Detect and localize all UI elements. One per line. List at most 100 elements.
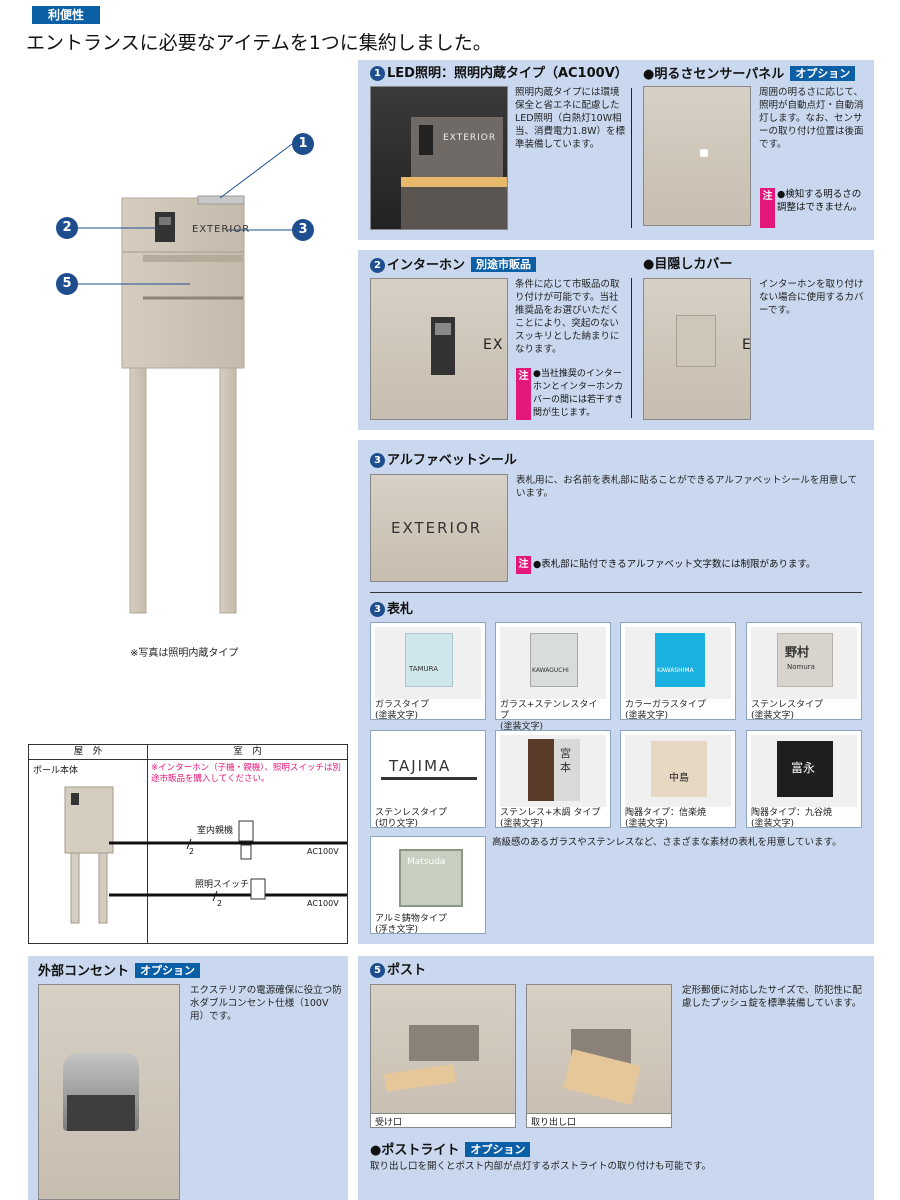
post-label-inlet: 受け口	[375, 1118, 403, 1128]
intercom-photo-text: EX	[483, 337, 504, 353]
nameplate-label: 陶器タイプ：九谷焼	[751, 808, 833, 818]
nameplate-label: アルミ鋳物タイプ	[375, 914, 447, 924]
nameplate-sublabel: (塗装文字)	[751, 819, 795, 829]
nameplate-sample: TAMURA	[409, 665, 439, 673]
note-mark: 注	[760, 188, 775, 228]
post-number: 5	[370, 963, 385, 978]
post-light-badge: オプション	[465, 1142, 531, 1157]
outlet-badge: オプション	[135, 963, 201, 978]
nameplate-label: ガラスタイプ	[375, 700, 429, 710]
intercom-note: 注 ●当社推奨のインターホンとインターホンカバーの間には若干すき間が生じます。	[516, 368, 628, 420]
led-photo: EXTERIOR	[370, 86, 508, 230]
nameplate-card-steel-cut: TAJIMA ステンレスタイプ (切り文字)	[370, 730, 486, 829]
nameplate-card-steel-wood: 宮本 ステンレス+木調 タイプ (塗装文字)	[495, 730, 611, 829]
switch-label: 照明スイッチ	[195, 880, 250, 890]
nameplate-sample: 中島	[669, 773, 689, 784]
nameplate-sample: KAWAGUCHI	[532, 667, 569, 674]
nameplate-sample: TAJIMA	[389, 757, 452, 775]
wire-count-2: 2	[217, 899, 223, 908]
section-tag: 利便性	[32, 6, 100, 24]
nameplate-label: ステンレス+木調 タイプ	[500, 808, 601, 818]
sensor-title: ●明るさセンサーパネルオプション	[643, 66, 856, 83]
post-body: 定形郵便に対応したサイズで、防犯性に配慮したプッシュ錠を標準装備しています。	[682, 985, 862, 1009]
nameplate-sample: Matsuda	[407, 857, 446, 867]
nameplate-sublabel: (塗装文字)	[751, 711, 795, 721]
cover-photo-text: E	[742, 337, 751, 353]
nameplate-sublabel: (塗装文字)	[375, 711, 419, 721]
col-outdoor: 屋 外	[73, 746, 103, 757]
post-label-outlet: 取り出し口	[531, 1118, 577, 1128]
sensor-title-text: ●明るさセンサーパネル	[643, 67, 785, 82]
intercom-photo: EX	[370, 278, 508, 420]
nameplate-label: ステンレスタイプ	[751, 700, 824, 710]
nameplate-sample: 富永	[791, 761, 816, 775]
led-body: 照明内蔵タイプには環境保全と省エネに配慮したLED照明（白熱灯10W相当、消費電…	[515, 87, 626, 150]
nameplate-sample: 野村	[785, 645, 810, 659]
led-number: 1	[370, 66, 385, 81]
nameplate-sublabel: (切り文字)	[375, 819, 419, 829]
nameplate-sample: 宮本	[560, 747, 571, 774]
note-mark: 注	[516, 368, 531, 420]
outlet-title-text: 外部コンセント	[38, 964, 130, 979]
nameplate-card-glass-steel: KAWAGUCHI ガラス+ステンレスタイプ (塗装文字)	[495, 622, 611, 732]
post-light-body: 取り出し口を開くとポスト内部が点灯するポストライトの取り付けも可能です。	[370, 1161, 712, 1172]
nameplate-title-text: 表札	[387, 602, 414, 617]
nameplate-card-glass: TAMURA ガラスタイプ (塗装文字)	[370, 622, 486, 721]
alpha-photo: EXTERIOR	[370, 474, 508, 582]
cover-body: インターホンを取り付けない場合に使用するカバーです。	[759, 279, 864, 316]
nameplate-card-steel-paint: 野村 Nomura ステンレスタイプ (塗装文字)	[746, 622, 862, 721]
cover-title: ●目隠しカバー	[643, 257, 733, 272]
nameplate-sample-sub: Nomura	[787, 663, 815, 671]
alpha-body: 表札用に、お名前を表札部に貼ることができるアルファベットシールを用意しています。	[516, 475, 858, 499]
post-light-title-text: ●ポストライト	[370, 1143, 460, 1158]
post-photo-outlet: 取り出し口	[526, 984, 672, 1128]
nameplate-sublabel: (浮き文字)	[375, 925, 419, 935]
nameplate-label: カラーガラスタイプ	[625, 700, 706, 710]
sensor-photo	[643, 86, 751, 226]
wiring-diagram: 屋 外 室 内 ポール本体 ※インターホン（子機・親機）、照明スイッチは別途市販…	[28, 744, 348, 944]
nameplate-label: 陶器タイプ：信楽焼	[625, 808, 707, 818]
photo-sign-text: EXTERIOR	[192, 224, 251, 235]
ac-label-1: AC100V	[307, 847, 339, 856]
post-title-text: ポスト	[387, 963, 427, 978]
nameplate-sublabel: (塗装文字)	[625, 711, 669, 721]
alpha-note: 注 ●表札部に貼付できるアルファベット文字数には制限があります。	[516, 556, 866, 574]
ac-label-2: AC100V	[307, 899, 339, 908]
sensor-note: 注 ●検知する明るさの調整はできません。	[760, 188, 868, 228]
master-unit-label: 室内親機	[197, 826, 234, 836]
pole-label: ポール本体	[33, 766, 79, 776]
intercom-note-text: ●当社推奨のインターホンとインターホンカバーの間には若干すき間が生じます。	[533, 369, 624, 418]
entrance-pole-illustration	[70, 143, 293, 614]
wiring-red-note: ※インターホン（子機・親機）、照明スイッチは別途市販品を購入してください。	[151, 763, 341, 784]
callout-3: 3	[292, 219, 314, 241]
page-headline: エントランスに必要なアイテムを1つに集約しました。	[26, 32, 492, 54]
photo-caption: ※写真は照明内蔵タイプ	[130, 648, 239, 659]
intercom-title-text: インターホン	[387, 258, 466, 273]
main-product-photo: EXTERIOR 1 2 3 5 ※写真は照明内蔵タイプ	[30, 60, 350, 659]
alpha-note-text: ●表札部に貼付できるアルファベット文字数には制限があります。	[533, 559, 816, 570]
wire-count-1: 2	[189, 847, 195, 856]
wiring-lines	[64, 786, 347, 924]
alpha-photo-text: EXTERIOR	[391, 519, 483, 537]
cover-photo: E	[643, 278, 751, 420]
led-photo-text: EXTERIOR	[443, 133, 497, 143]
callout-2: 2	[56, 217, 78, 239]
outlet-panel: 外部コンセントオプション エクステリアの電源確保に役立つ防水ダブルコンセント仕様…	[28, 956, 348, 1200]
nameplate-card-shigaraki: 中島 陶器タイプ：信楽焼 (塗装文字)	[620, 730, 736, 829]
nameplate-sublabel: (塗装文字)	[625, 819, 669, 829]
nameplate-card-color-glass: KAWASHIMA カラーガラスタイプ (塗装文字)	[620, 622, 736, 721]
led-title-text: LED照明：照明内蔵タイプ（AC100V）	[387, 66, 628, 81]
intercom-badge: 別途市販品	[471, 257, 537, 272]
outlet-photo	[38, 984, 180, 1200]
post-light-title: ●ポストライトオプション	[370, 1142, 531, 1159]
note-mark: 注	[516, 556, 531, 574]
post-photo-inlet: 受け口	[370, 984, 516, 1128]
